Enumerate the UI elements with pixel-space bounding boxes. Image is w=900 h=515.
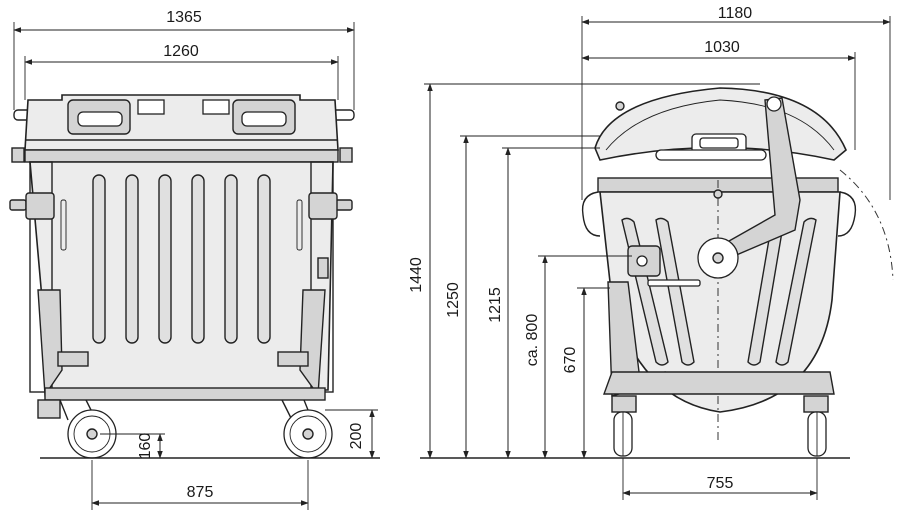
fork-plate-left	[57, 351, 89, 367]
trunnion-block-right	[308, 192, 338, 220]
dim-200: 200	[348, 423, 365, 450]
lid-notch-left	[137, 99, 165, 115]
leg-left	[37, 289, 63, 398]
dim-1365: 1365	[166, 9, 202, 26]
brake-left	[37, 399, 61, 419]
dim-160: 160	[137, 433, 154, 460]
lift-arm	[704, 97, 801, 263]
lug-right	[339, 147, 353, 163]
dim-ca800: ca. 800	[524, 314, 541, 367]
dim-670: 670	[562, 347, 579, 374]
chassis-base	[44, 387, 326, 401]
wheel-side-left	[611, 395, 637, 457]
dim-1250: 1250	[445, 282, 462, 318]
trunnion-block-left	[25, 192, 55, 220]
lid-slot	[655, 149, 767, 161]
fork-plate-right	[277, 351, 309, 367]
side-view	[420, 87, 894, 459]
side-dimensions: 1180 1030 1440 1250 1215 ca. 800 670 755	[408, 5, 891, 500]
dim-1260: 1260	[163, 43, 199, 60]
front-view	[9, 94, 380, 459]
trunnion-right	[335, 199, 353, 211]
dim-875: 875	[187, 484, 214, 501]
body-top-band	[24, 149, 339, 163]
front-dimensions: 1365 1260 875 160 200	[13, 9, 378, 510]
latch-bar	[647, 279, 701, 287]
lid-notch-right	[202, 99, 230, 115]
dim-1440: 1440	[408, 257, 425, 293]
brake-lever	[317, 257, 329, 279]
lid-grip-right	[241, 111, 287, 127]
dim-1180: 1180	[718, 5, 753, 22]
trunnion-left	[9, 199, 27, 211]
lid-grip-left	[77, 111, 123, 127]
lid-swing-arc	[839, 169, 894, 281]
dim-1030: 1030	[704, 39, 740, 56]
body-ribs	[92, 174, 271, 344]
dim-755: 755	[707, 475, 734, 492]
side-chassis	[603, 371, 835, 395]
wheel-side-right	[803, 395, 829, 457]
lug-left	[11, 147, 25, 163]
dim-1215: 1215	[487, 287, 504, 323]
wheel-front-right	[283, 409, 333, 459]
